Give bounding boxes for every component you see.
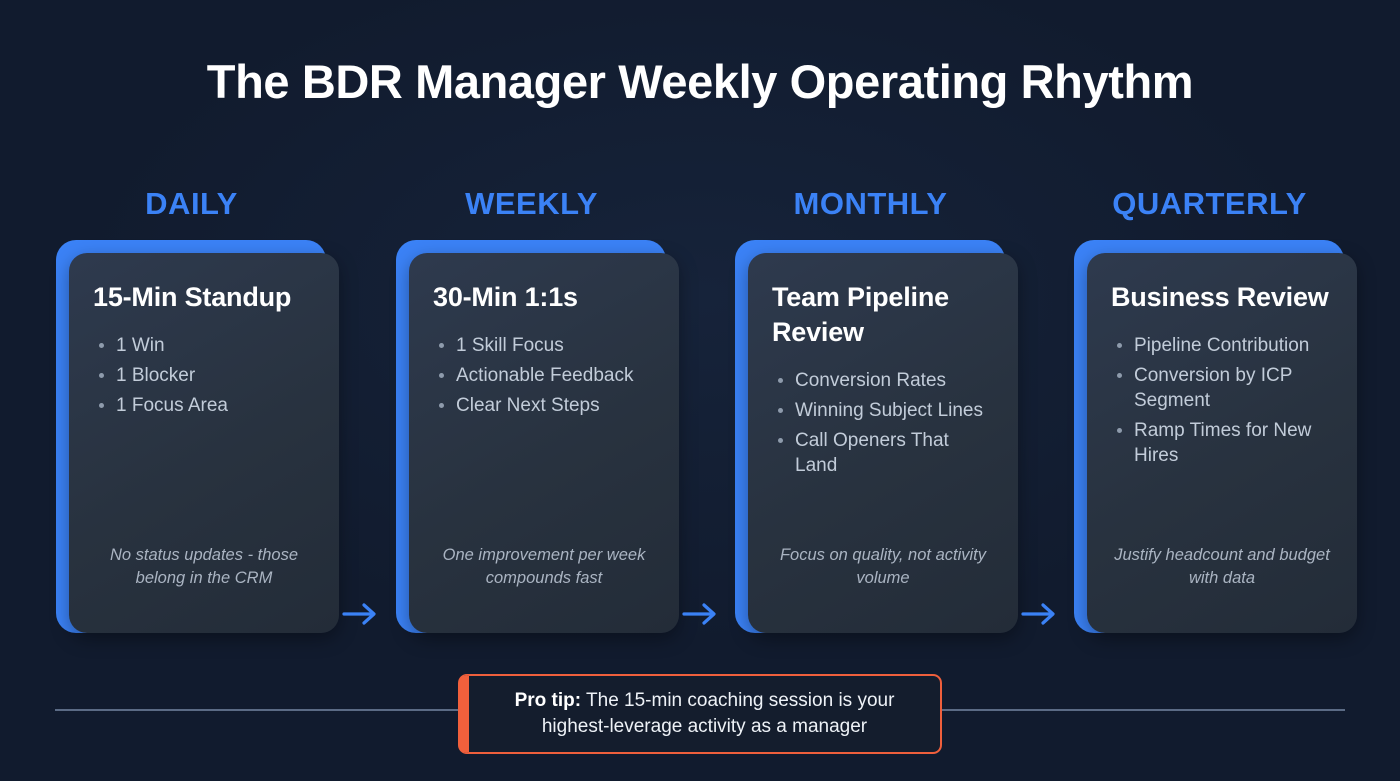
cadence-label: DAILY (145, 186, 238, 221)
pro-tip-label: Pro tip: (514, 690, 582, 711)
list-item: Actionable Feedback (433, 363, 655, 388)
cadence-column-daily: DAILY 15-Min Standup 1 Win 1 Blocker 1 F… (43, 182, 340, 640)
card-surface: 15-Min Standup 1 Win 1 Blocker 1 Focus A… (69, 253, 339, 633)
card-surface: 30-Min 1:1s 1 Skill Focus Actionable Fee… (409, 253, 679, 633)
list-item: 1 Focus Area (93, 393, 315, 418)
card-title: 30-Min 1:1s (433, 282, 578, 312)
card-surface: Business Review Pipeline Contribution Co… (1087, 253, 1357, 633)
list-item: Conversion Rates (772, 368, 994, 393)
list-item: Pipeline Contribution (1111, 333, 1333, 358)
card-title: Team Pipeline Review (772, 282, 949, 348)
arrow-right-icon (680, 596, 722, 632)
card-monthly[interactable]: Team Pipeline Review Conversion Rates Wi… (722, 240, 1019, 640)
card-title: Business Review (1111, 282, 1329, 312)
list-item: Ramp Times for New Hires (1111, 418, 1333, 468)
card-surface: Team Pipeline Review Conversion Rates Wi… (748, 253, 1018, 633)
list-item: 1 Skill Focus (433, 333, 655, 358)
list-item: Clear Next Steps (433, 393, 655, 418)
cadence-label: QUARTERLY (1112, 186, 1307, 221)
cadence-label: WEEKLY (465, 186, 598, 221)
card-bullet-list: 1 Win 1 Blocker 1 Focus Area (93, 333, 315, 423)
card-bullet-list: Conversion Rates Winning Subject Lines C… (772, 368, 994, 483)
card-bullet-list: 1 Skill Focus Actionable Feedback Clear … (433, 333, 655, 423)
pro-tip-text: The 15-min coaching session is your high… (541, 690, 895, 737)
page-title: The BDR Manager Weekly Operating Rhythm (206, 55, 1194, 108)
cadence-columns: DAILY 15-Min Standup 1 Win 1 Blocker 1 F… (0, 182, 1400, 652)
card-caption: Focus on quality, not activity volume (779, 546, 987, 587)
list-item: 1 Blocker (93, 363, 315, 388)
cadence-column-monthly: MONTHLY Team Pipeline Review Conversion … (722, 182, 1019, 640)
card-daily[interactable]: 15-Min Standup 1 Win 1 Blocker 1 Focus A… (43, 240, 340, 640)
card-caption: No status updates - those belong in the … (109, 546, 299, 587)
list-item: 1 Win (93, 333, 315, 358)
list-item: Conversion by ICP Segment (1111, 363, 1333, 413)
cadence-column-quarterly: QUARTERLY Business Review Pipeline Contr… (1061, 182, 1358, 640)
cadence-column-weekly: WEEKLY 30-Min 1:1s 1 Skill Focus Actiona… (383, 182, 680, 640)
list-item: Winning Subject Lines (772, 398, 994, 423)
list-item: Call Openers That Land (772, 428, 994, 478)
card-caption: One improvement per week compounds fast (442, 546, 646, 587)
card-bullet-list: Pipeline Contribution Conversion by ICP … (1111, 333, 1333, 473)
card-quarterly[interactable]: Business Review Pipeline Contribution Co… (1061, 240, 1358, 640)
pro-tip-callout: Pro tip: The 15-min coaching session is … (458, 674, 942, 755)
card-weekly[interactable]: 30-Min 1:1s 1 Skill Focus Actionable Fee… (383, 240, 680, 640)
cadence-label: MONTHLY (793, 186, 948, 221)
card-title: 15-Min Standup (93, 282, 292, 312)
arrow-right-icon (1019, 596, 1061, 632)
arrow-right-icon (340, 596, 382, 632)
card-caption: Justify headcount and budget with data (1114, 546, 1330, 587)
